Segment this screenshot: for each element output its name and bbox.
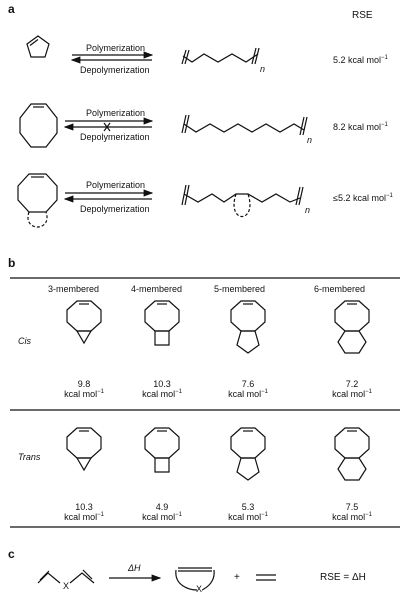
- col-header-5: 5-membered: [214, 284, 266, 294]
- trans-bicycle-5: [230, 427, 266, 481]
- cis-bicycle-6: [334, 300, 370, 354]
- diene-x-label: X: [63, 581, 70, 591]
- cyclooctene-structure: [19, 103, 58, 148]
- panel-b-letter: b: [8, 256, 16, 270]
- col-header-3: 3-membered: [48, 284, 100, 294]
- col-header-4: 4-membered: [131, 284, 183, 294]
- repeat-n-3: n: [305, 205, 311, 215]
- rse-value-2: 8.2 kcal mol−1: [333, 122, 388, 132]
- depolymerization-label-2: Depolymerization: [80, 132, 150, 142]
- equilibrium-arrows-1: [70, 51, 154, 64]
- polymer-chain-2: [181, 114, 308, 136]
- depolymerization-label-1: Depolymerization: [80, 65, 150, 75]
- polymerization-label-3: Polymerization: [86, 180, 146, 190]
- cis-bicycle-4: [144, 300, 180, 346]
- trans-bicycle-3: [66, 427, 102, 472]
- diene-structure: [37, 569, 95, 584]
- rse-value-3: ≤5.2 kcal mol−1: [333, 193, 393, 203]
- cyclopentene-structure: [26, 35, 50, 58]
- rse-equation: RSE = ΔH: [320, 572, 366, 583]
- cis-bicycle-3: [66, 300, 102, 345]
- panel-c-letter: c: [8, 547, 15, 561]
- panel-a-letter: a: [8, 2, 15, 16]
- repeat-n-2: n: [307, 135, 313, 145]
- row-label-cis: Cis: [18, 336, 31, 346]
- depolymerization-label-3: Depolymerization: [80, 204, 150, 214]
- trans-bicycle-6: [334, 427, 370, 481]
- product-x-label: X: [196, 584, 203, 594]
- plus-sign: +: [234, 572, 240, 583]
- cyclic-product-structure: [175, 567, 215, 591]
- polymerization-label-1: Polymerization: [86, 43, 146, 53]
- polymer-chain-1: [181, 47, 260, 65]
- col-header-6: 6-membered: [314, 284, 366, 294]
- rse-header: RSE: [352, 10, 373, 21]
- rse-value-1: 5.2 kcal mol−1: [333, 55, 388, 65]
- cis-bicycle-5: [230, 300, 266, 354]
- polymerization-label-2: Polymerization: [86, 108, 146, 118]
- polymer-chain-3: [181, 184, 304, 218]
- equilibrium-arrows-2: [63, 117, 154, 132]
- row-label-trans: Trans: [18, 452, 41, 462]
- ethylene-structure: [256, 574, 276, 581]
- trans-bicycle-4: [144, 427, 180, 473]
- fused-cyclooctene-structure: [17, 173, 58, 228]
- equilibrium-arrows-3: [63, 189, 154, 203]
- delta-h-label: ΔH: [128, 563, 141, 573]
- repeat-n-1: n: [260, 64, 266, 74]
